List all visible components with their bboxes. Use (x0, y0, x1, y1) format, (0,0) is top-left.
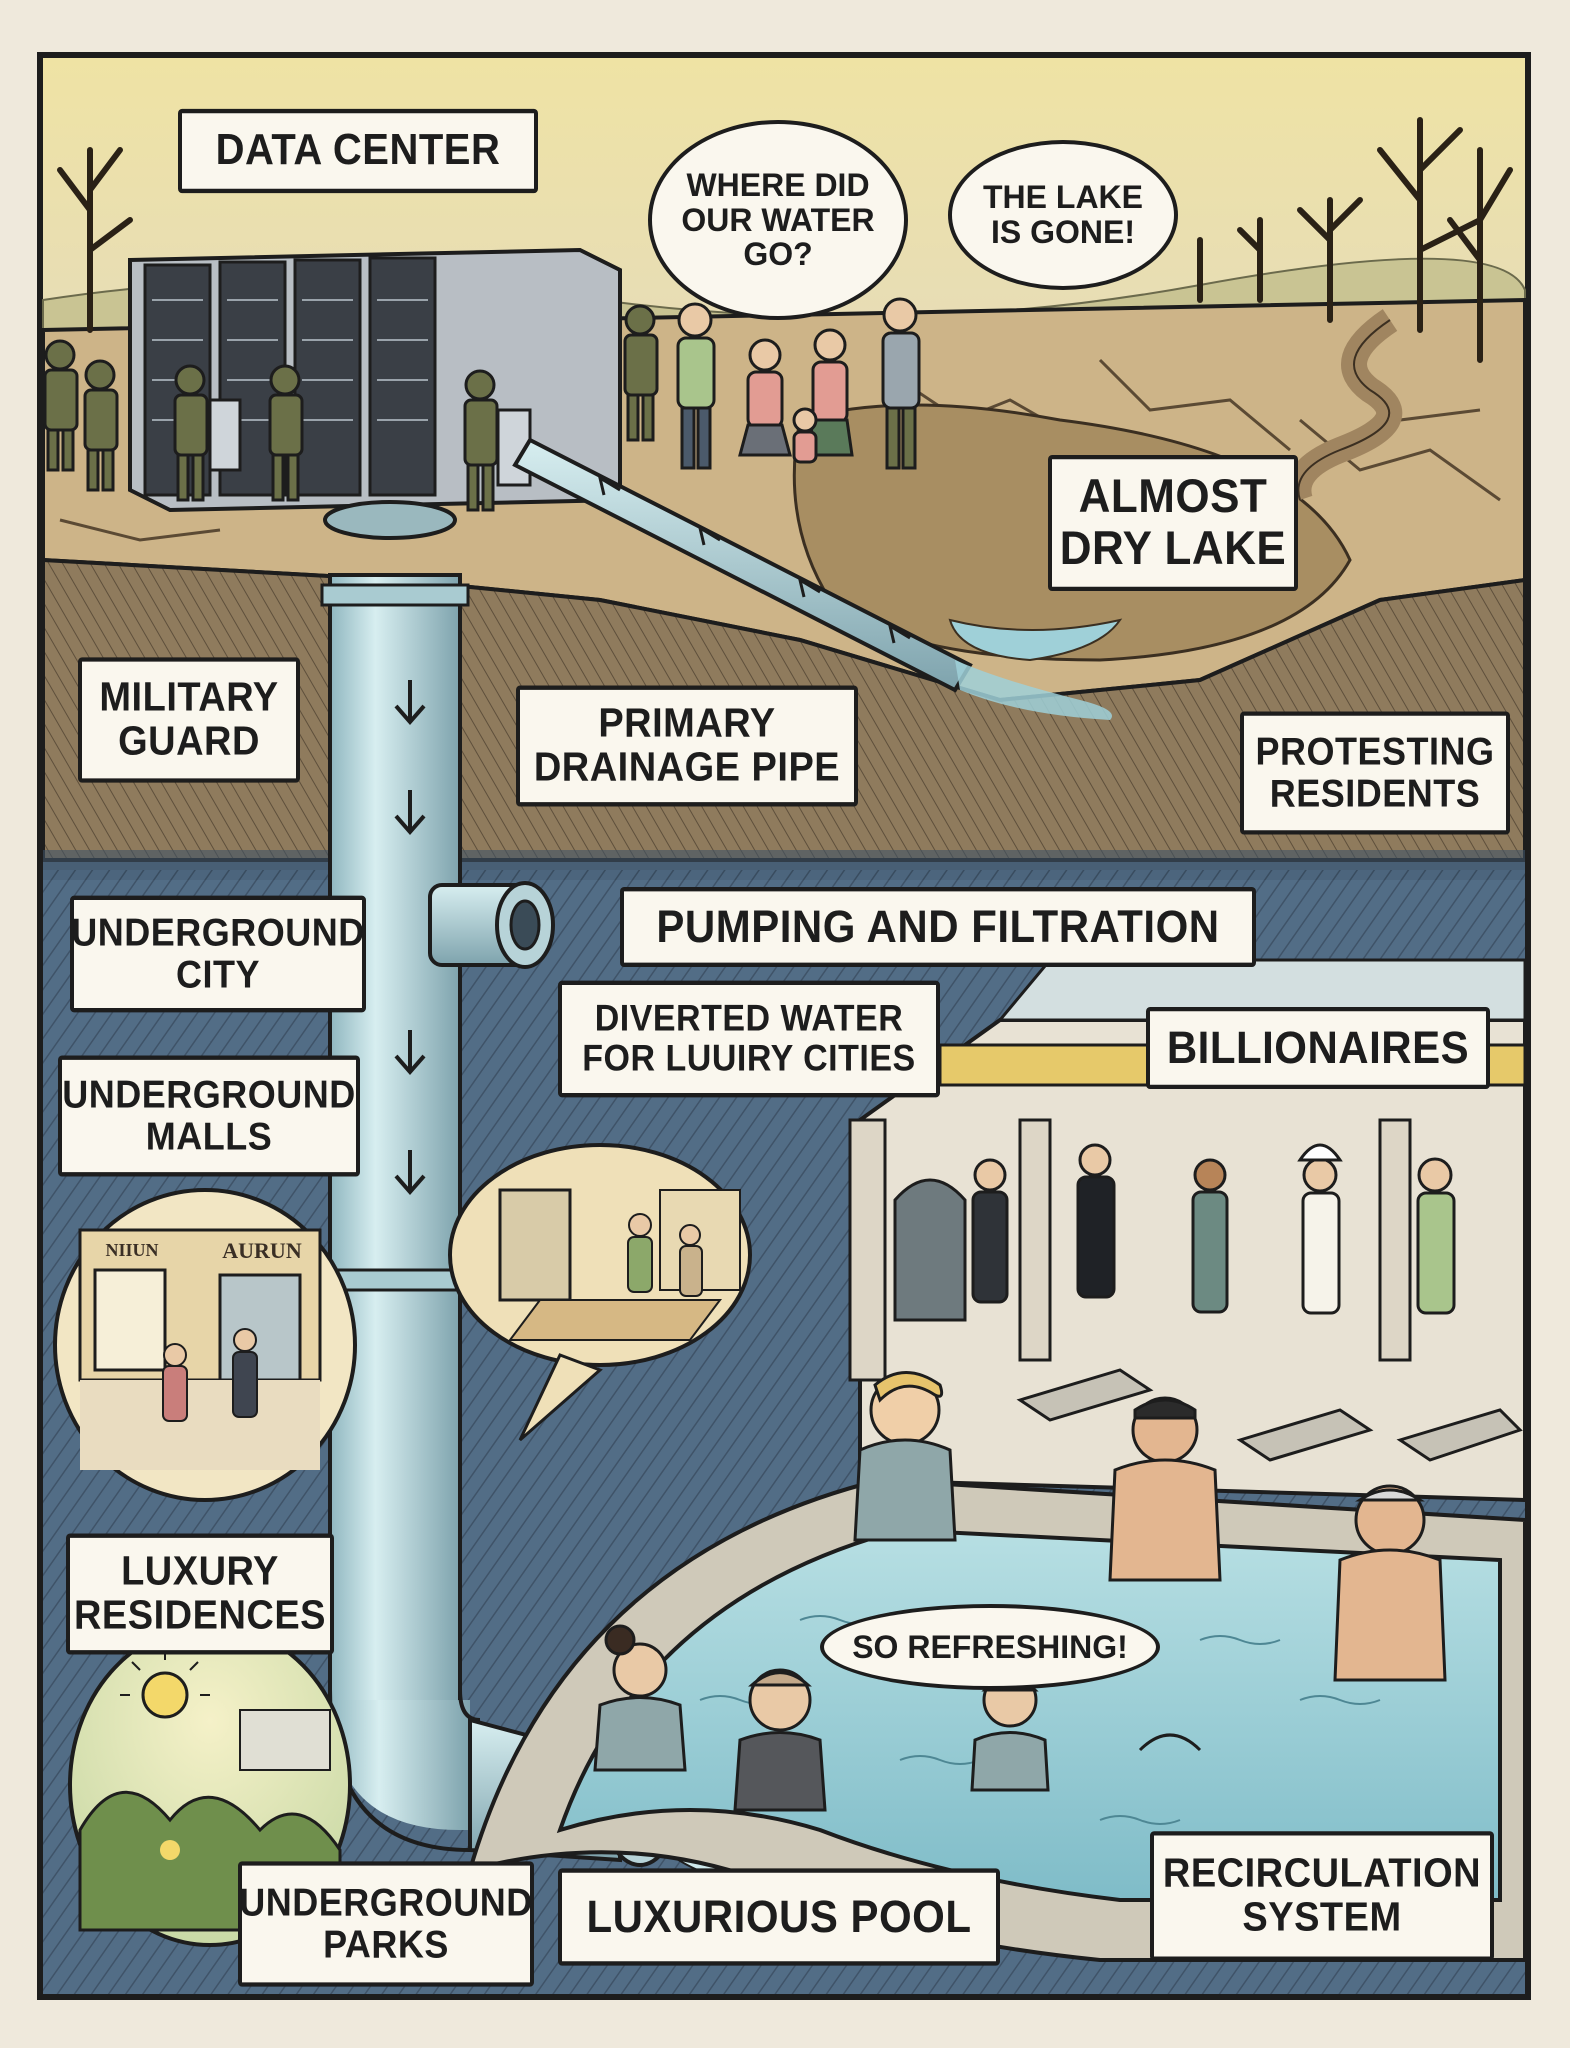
intake-pipe (512, 437, 1112, 720)
label-luxurious-pool: LUXURIOUS POOL (558, 1868, 1000, 1966)
mall-sign-right: AURUN (222, 1238, 302, 1263)
city-vignette (448, 1143, 752, 1442)
label-primary-drainage-pipe: PRIMARY DRAINAGE PIPE (516, 685, 858, 807)
label-billionaires: BILLIONAIRES (1146, 1006, 1490, 1090)
speech-so-refreshing: SO REFRESHING! (820, 1604, 1160, 1690)
speech-the-lake-is-gone: THE LAKE IS GONE! (948, 140, 1178, 290)
label-almost-dry-lake: ALMOST DRY LAKE (1048, 454, 1298, 592)
label-underground-parks: UNDERGROUND PARKS (238, 1861, 534, 1987)
mall-vignette (53, 1188, 357, 1502)
billionaire-hall (848, 958, 1527, 1503)
label-protesting-residents: PROTESTING RESIDENTS (1240, 711, 1510, 835)
label-luxury-residences: LUXURY RESIDENCES (66, 1533, 334, 1655)
residents (676, 297, 921, 470)
label-underground-city: UNDERGROUND CITY (70, 895, 366, 1013)
label-recirculation-system: RECIRCULATION SYSTEM (1150, 1831, 1494, 1961)
label-data-center: DATA CENTER (178, 108, 538, 194)
label-military-guard: MILITARY GUARD (78, 657, 300, 783)
speech-where-did-our-water-go: WHERE DID OUR WATER GO? (648, 120, 908, 320)
data-center-building (128, 247, 622, 513)
label-pumping-and-filtration: PUMPING AND FILTRATION (620, 887, 1256, 967)
mall-sign-left: NIIUN (105, 1240, 159, 1260)
label-underground-malls: UNDERGROUND MALLS (58, 1055, 360, 1177)
label-diverted-water: DIVERTED WATER FOR LUUIRY CITIES (558, 980, 940, 1098)
